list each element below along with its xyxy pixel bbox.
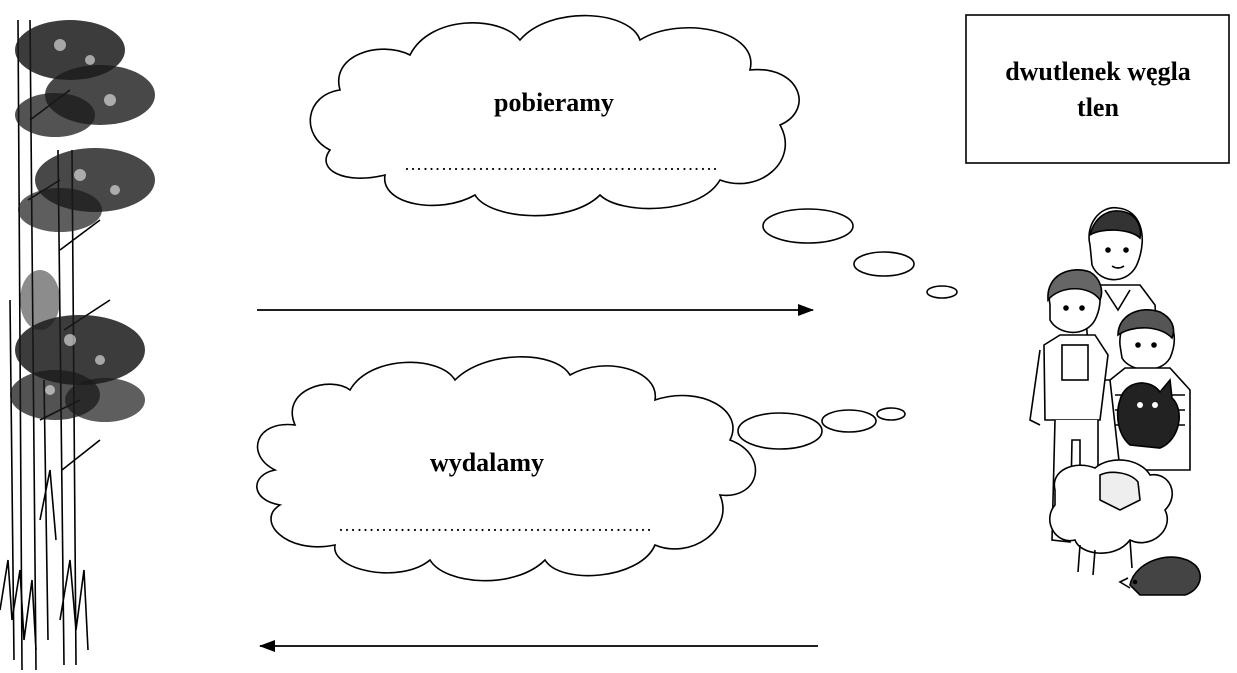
top-thought-bubble-small bbox=[926, 285, 958, 299]
hedgehog-figure bbox=[1118, 556, 1201, 596]
top-thought-bubble-medium bbox=[853, 251, 915, 277]
people-and-animals-illustration bbox=[1029, 207, 1201, 596]
top-cloud-blank: …………………………………………… bbox=[404, 154, 719, 174]
foliage bbox=[10, 20, 155, 422]
bottom-thought-bubble-medium bbox=[821, 409, 877, 433]
word-box bbox=[965, 14, 1230, 164]
bottom-cloud-blank: …………………………………………… bbox=[338, 515, 653, 535]
bottom-cloud-shape bbox=[256, 356, 757, 582]
word-box-word-1: dwutlenek węgla bbox=[1005, 57, 1191, 86]
trees-illustration bbox=[0, 19, 155, 671]
top-thought-cloud bbox=[309, 14, 958, 299]
sheep-figure bbox=[1049, 459, 1174, 576]
cat-figure bbox=[1116, 378, 1180, 449]
top-cloud-shape bbox=[309, 14, 800, 217]
bottom-cloud-label: wydalamy bbox=[430, 448, 544, 477]
top-cloud-label: pobieramy bbox=[494, 88, 614, 117]
bottom-thought-bubble-large bbox=[737, 412, 823, 450]
top-thought-bubble-large bbox=[762, 208, 854, 244]
word-box-word-2: tlen bbox=[1077, 93, 1119, 122]
bottom-thought-bubble-small bbox=[876, 407, 906, 421]
bottom-thought-cloud bbox=[256, 356, 906, 582]
